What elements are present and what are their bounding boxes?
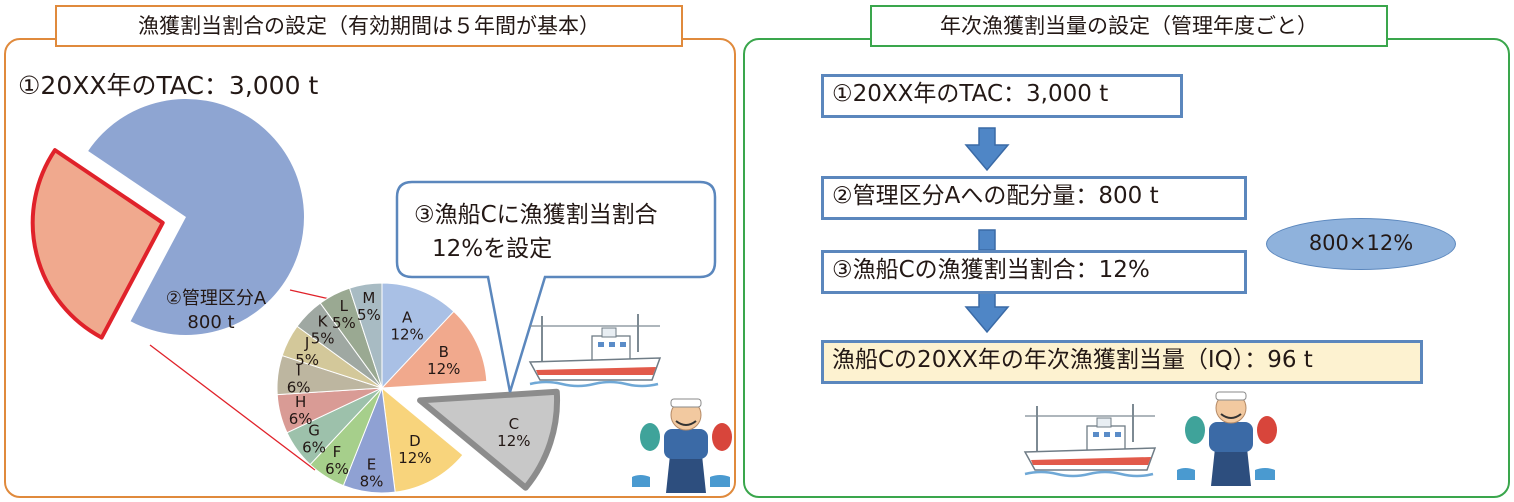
step-vessel-ratio: ③漁船Cの漁獲割当割合：12% — [821, 250, 1247, 294]
step-tac: ①20XX年のTAC：3,000 t — [821, 74, 1183, 118]
division-label-line2: 800 t — [187, 312, 234, 333]
down-arrow-icon — [964, 127, 1010, 172]
calculation-bubble: 800×12% — [1266, 218, 1456, 270]
vessel-c-callout: ③漁船Cに漁獲割当割合 12%を設定 — [395, 180, 717, 393]
division-label: ②管理区分A 800 t — [166, 288, 267, 333]
division-a-slice — [30, 148, 165, 340]
annual-quota-title: 年次漁獲割当量の設定（管理年度ごと） — [870, 5, 1388, 47]
allocation-ratio-title: 漁獲割当割合の設定（有効期間は５年間が基本） — [55, 5, 683, 47]
callout-line1: ③漁船Cに漁獲割当割合 — [414, 202, 658, 228]
fisherman-icon — [632, 398, 732, 493]
slice-m — [349, 282, 383, 389]
slice-b — [381, 310, 488, 389]
step-annual-quota: 漁船Cの20XX年の年次漁獲割当量（IQ）：96 t — [821, 340, 1423, 384]
main-pie-remaining-slice — [88, 98, 304, 335]
division-label-line1: ②管理区分A — [166, 288, 267, 309]
callout-line2: 12%を設定 — [432, 236, 552, 262]
connector-line-bottom — [149, 344, 316, 471]
down-arrow-icon — [964, 292, 1010, 334]
slice-d — [381, 387, 464, 493]
step-division-allocation: ②管理区分Aへの配分量：800 t — [821, 176, 1247, 220]
slice-a — [381, 282, 455, 389]
fishing-boat-icon — [1023, 404, 1157, 478]
main-pie — [30, 98, 304, 340]
fishing-boat-icon — [528, 314, 662, 388]
left-tac-label: ①20XX年のTAC：3,000 t — [18, 71, 319, 100]
down-arrow-icon — [978, 229, 996, 251]
fisherman-icon — [1177, 391, 1277, 486]
slice-c — [417, 388, 561, 491]
